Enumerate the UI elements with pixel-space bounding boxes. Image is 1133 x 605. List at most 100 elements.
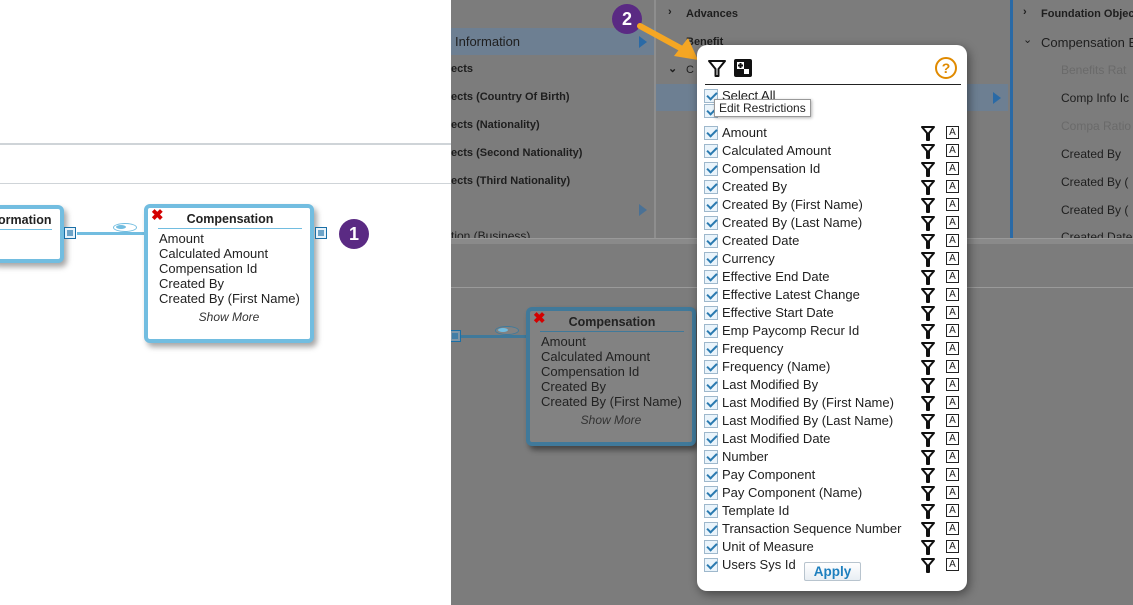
field-checkbox[interactable]: [704, 144, 718, 158]
field-alias-icon[interactable]: A: [946, 522, 959, 535]
field-alias-icon[interactable]: A: [946, 234, 959, 247]
field-checkbox[interactable]: [704, 522, 718, 536]
field-filter-icon[interactable]: [920, 323, 936, 339]
field-filter-icon[interactable]: [920, 395, 936, 411]
field-checkbox[interactable]: [704, 252, 718, 266]
field-checkbox[interactable]: [704, 270, 718, 284]
field-filter-icon[interactable]: [920, 503, 936, 519]
list-item[interactable]: ects (Third Nationality): [451, 175, 571, 187]
field-alias-icon[interactable]: A: [946, 558, 959, 571]
field-filter-icon[interactable]: [920, 125, 936, 141]
field-filter-icon[interactable]: [920, 233, 936, 249]
list-item[interactable]: Benefits Rat: [1061, 63, 1127, 77]
field-checkbox[interactable]: [704, 432, 718, 446]
show-more-link[interactable]: Show More: [580, 413, 642, 427]
field-alias-icon[interactable]: A: [946, 540, 959, 553]
field-checkbox[interactable]: [704, 396, 718, 410]
list-item[interactable]: Compa Ratio: [1061, 119, 1132, 133]
filter-icon[interactable]: [707, 58, 727, 78]
field-filter-icon[interactable]: [920, 521, 936, 537]
list-item[interactable]: Compensation E: [1041, 35, 1133, 50]
field-checkbox[interactable]: [704, 126, 718, 140]
chevron-right-icon[interactable]: ›: [668, 6, 672, 18]
field-filter-icon[interactable]: [920, 449, 936, 465]
chevron-right-icon[interactable]: ›: [1023, 6, 1027, 18]
list-item[interactable]: ects (Country Of Birth): [451, 91, 570, 103]
expand-all-icon[interactable]: [733, 58, 753, 78]
field-alias-icon[interactable]: A: [946, 162, 959, 175]
field-filter-icon[interactable]: [920, 269, 936, 285]
field-filter-icon[interactable]: [920, 557, 936, 573]
field-filter-icon[interactable]: [920, 197, 936, 213]
field-row[interactable]: Last Modified By (First Name)A: [704, 394, 964, 412]
entity-table-icon[interactable]: [64, 227, 76, 239]
apply-button[interactable]: Apply: [804, 562, 861, 581]
list-item[interactable]: Foundation Objec: [1041, 8, 1133, 20]
field-filter-icon[interactable]: [920, 143, 936, 159]
field-filter-icon[interactable]: [920, 485, 936, 501]
entity-card-compensation[interactable]: ✖ Compensation Amount Calculated Amount …: [144, 204, 314, 343]
list-item[interactable]: C: [686, 64, 694, 76]
list-item[interactable]: Created By (: [1061, 175, 1129, 189]
show-more-link[interactable]: Show More: [198, 310, 260, 324]
field-filter-icon[interactable]: [920, 359, 936, 375]
field-alias-icon[interactable]: A: [946, 144, 959, 157]
field-row[interactable]: Created By (Last Name)A: [704, 214, 964, 232]
field-checkbox[interactable]: [704, 558, 718, 572]
field-alias-icon[interactable]: A: [946, 360, 959, 373]
field-alias-icon[interactable]: A: [946, 216, 959, 229]
list-item[interactable]: Comp Info Ic: [1061, 91, 1130, 105]
field-alias-icon[interactable]: A: [946, 306, 959, 319]
field-row[interactable]: Frequency (Name)A: [704, 358, 964, 376]
field-checkbox[interactable]: [704, 504, 718, 518]
field-filter-icon[interactable]: [920, 161, 936, 177]
field-checkbox[interactable]: [704, 288, 718, 302]
field-row[interactable]: Created By (First Name)A: [704, 196, 964, 214]
entity-table-icon[interactable]: [315, 227, 327, 239]
field-checkbox[interactable]: [704, 198, 718, 212]
expand-arrow-icon[interactable]: [993, 92, 1001, 104]
field-alias-icon[interactable]: A: [946, 504, 959, 517]
field-checkbox[interactable]: [704, 162, 718, 176]
field-alias-icon[interactable]: A: [946, 486, 959, 499]
field-checkbox[interactable]: [704, 180, 718, 194]
list-item[interactable]: Created By (: [1061, 203, 1129, 217]
entity-table-icon[interactable]: [451, 330, 461, 342]
field-checkbox[interactable]: [704, 486, 718, 500]
field-alias-icon[interactable]: A: [946, 252, 959, 265]
field-filter-icon[interactable]: [920, 413, 936, 429]
list-item[interactable]: Information: [455, 34, 521, 49]
field-alias-icon[interactable]: A: [946, 324, 959, 337]
remove-entity-icon[interactable]: ✖: [533, 310, 546, 327]
field-alias-icon[interactable]: A: [946, 378, 959, 391]
relationship-icon[interactable]: [495, 326, 519, 335]
remove-entity-icon[interactable]: ✖: [151, 207, 164, 224]
chevron-down-icon[interactable]: ⌄: [668, 63, 678, 75]
field-filter-icon[interactable]: [920, 341, 936, 357]
field-alias-icon[interactable]: A: [946, 342, 959, 355]
list-item[interactable]: ects: [451, 63, 474, 75]
field-alias-icon[interactable]: A: [946, 288, 959, 301]
field-checkbox[interactable]: [704, 378, 718, 392]
field-alias-icon[interactable]: A: [946, 270, 959, 283]
field-row[interactable]: Last Modified By (Last Name)A: [704, 412, 964, 430]
field-checkbox[interactable]: [704, 234, 718, 248]
field-alias-icon[interactable]: A: [946, 126, 959, 139]
field-alias-icon[interactable]: A: [946, 450, 959, 463]
field-alias-icon[interactable]: A: [946, 468, 959, 481]
